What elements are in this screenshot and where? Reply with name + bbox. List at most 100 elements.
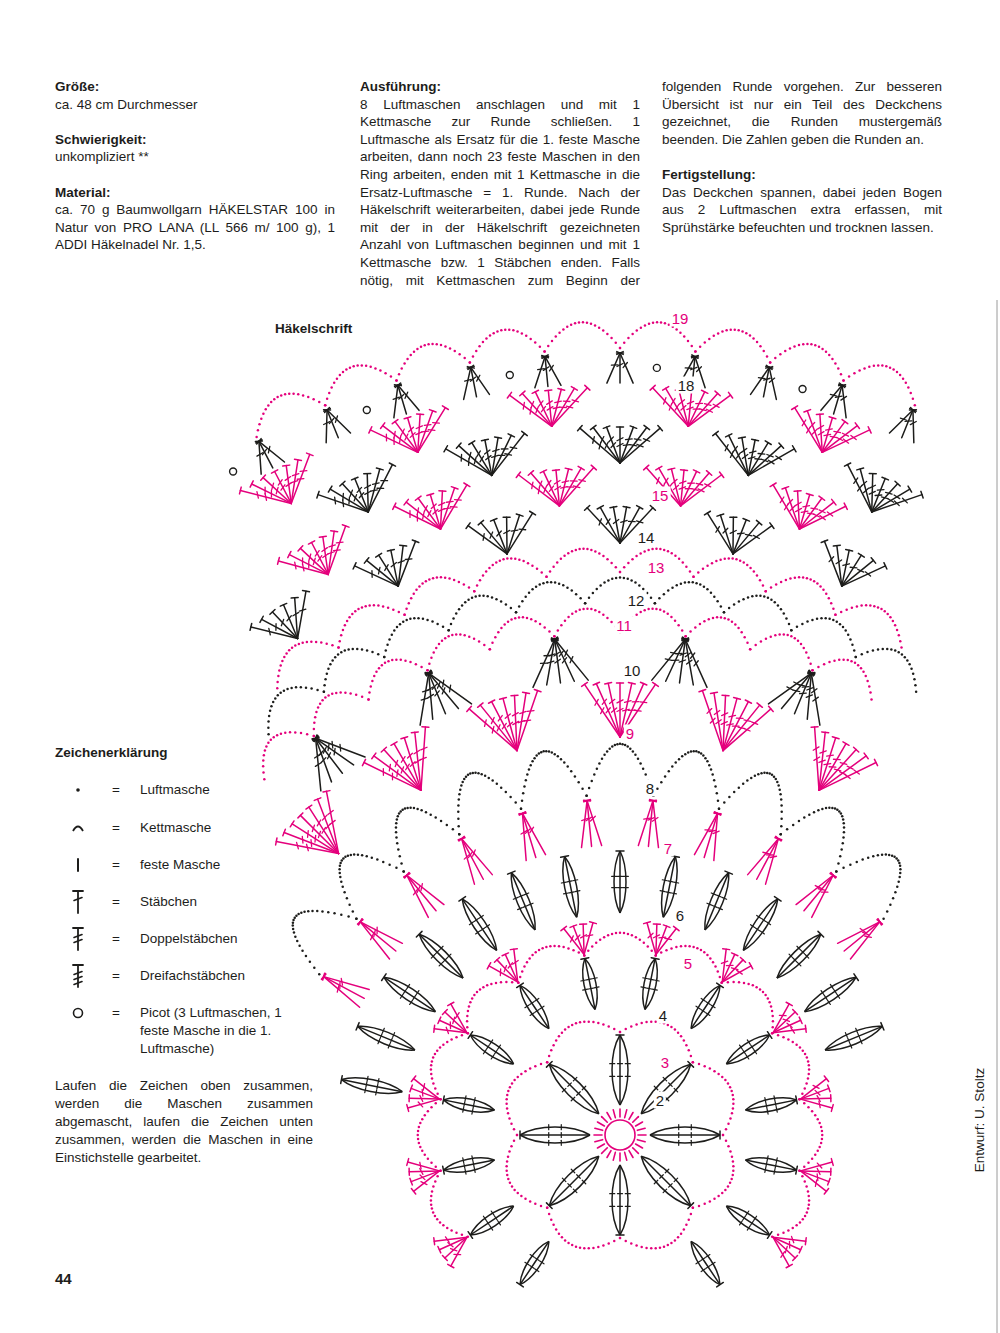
stitch-line [625, 1076, 630, 1077]
chain-dot [516, 1134, 519, 1137]
chain-dot [434, 1180, 437, 1183]
chain-dot [292, 924, 295, 927]
chain-dot [730, 1090, 733, 1093]
chain-dot [688, 945, 691, 948]
chain-dot [629, 747, 632, 750]
chain-dot [645, 1247, 648, 1250]
chain-dot [340, 914, 343, 917]
stitch-line [644, 922, 651, 924]
chain-dot [270, 739, 273, 742]
chain-dot [384, 662, 387, 665]
stitch-line [819, 756, 866, 790]
cluster-stitch [520, 985, 549, 1028]
chain-dot [452, 617, 455, 620]
chain-dot [896, 886, 899, 889]
chain-dot [914, 684, 917, 687]
chain-dot [724, 617, 727, 620]
stitch-line [775, 1102, 777, 1107]
chain-dot [579, 597, 582, 600]
chain-dot [371, 856, 374, 859]
chain-dot [507, 1112, 510, 1115]
stitch-line [640, 701, 647, 703]
stitch-line [442, 1255, 447, 1260]
chain-dot [460, 784, 463, 787]
chain-dot [486, 595, 489, 598]
chain-dot [621, 743, 624, 746]
chain-dot [602, 1023, 605, 1026]
stitch-line [813, 697, 818, 701]
stitch-line [833, 759, 840, 761]
chain-dot [747, 983, 750, 986]
stitch-line [719, 1131, 721, 1139]
chain-dot [494, 636, 497, 639]
chain-dot [293, 931, 296, 934]
chain-dot [728, 796, 731, 799]
stitch-line [805, 1025, 807, 1032]
chain-dot [331, 659, 334, 662]
chain-dot [764, 994, 767, 997]
stitch-line [590, 922, 597, 924]
chain-dot [382, 861, 385, 864]
chain-dot [667, 589, 670, 592]
stitch-line [522, 813, 545, 854]
chain-dot [872, 649, 875, 652]
stitch-line [411, 731, 418, 733]
stitch-line [395, 760, 397, 766]
chain-dot [321, 910, 324, 913]
chain-dot [699, 623, 702, 626]
stitch-line [821, 991, 824, 995]
stitch-line [448, 1264, 454, 1267]
cluster-stitch [358, 1026, 415, 1050]
chain-dot [684, 753, 687, 756]
stitch-line [321, 758, 326, 763]
chain-dot [545, 576, 548, 579]
chain-dot [536, 568, 539, 571]
stitch-line [323, 791, 330, 792]
stitch-line [831, 1159, 833, 1166]
stitch-line [787, 687, 793, 690]
stitch-line [535, 1269, 539, 1272]
stitch-line [407, 875, 436, 911]
chain-dot [432, 651, 435, 654]
chain-dot [690, 1055, 693, 1058]
chain-dot [680, 945, 683, 948]
stitch-line [411, 1076, 415, 1082]
chain-dot [529, 1067, 532, 1070]
chain-dot [388, 638, 391, 641]
chain-dot [352, 910, 355, 913]
stitch-line [611, 708, 616, 712]
chain-dot [518, 616, 521, 619]
chain-dot [319, 702, 322, 705]
chain-dot [534, 951, 537, 954]
chain-dot [413, 807, 416, 810]
chain-dot [831, 807, 834, 810]
chain-dot [350, 854, 353, 857]
chain-dot [431, 1077, 434, 1080]
chain-dot [421, 1150, 424, 1153]
chain-dot [899, 865, 902, 868]
stitch-line [776, 1107, 778, 1112]
chain-dot [836, 621, 839, 624]
chain-dot [461, 781, 464, 784]
stitch-line [860, 1039, 862, 1044]
cluster-stitch [583, 958, 595, 1009]
chain-dot [808, 813, 811, 816]
stitch-line [575, 890, 580, 892]
stitch-line [793, 1009, 798, 1014]
cluster-stitch [549, 1156, 599, 1206]
chain-dot [563, 761, 566, 764]
stitch-line [298, 813, 303, 818]
stitch-line [747, 1226, 750, 1230]
chain-dot [630, 1025, 633, 1028]
cluster-stitch [520, 985, 549, 1028]
stitch-line [675, 653, 682, 654]
chain-dot [749, 648, 752, 651]
chain-dot [300, 912, 303, 915]
stitch-line [371, 934, 374, 940]
chain-dot [802, 647, 805, 650]
stitch-line [714, 693, 723, 751]
chain-dot [337, 646, 340, 649]
crochet-chart [230, 321, 924, 1287]
chain-dot [677, 1031, 680, 1034]
chain-dot [441, 639, 444, 642]
